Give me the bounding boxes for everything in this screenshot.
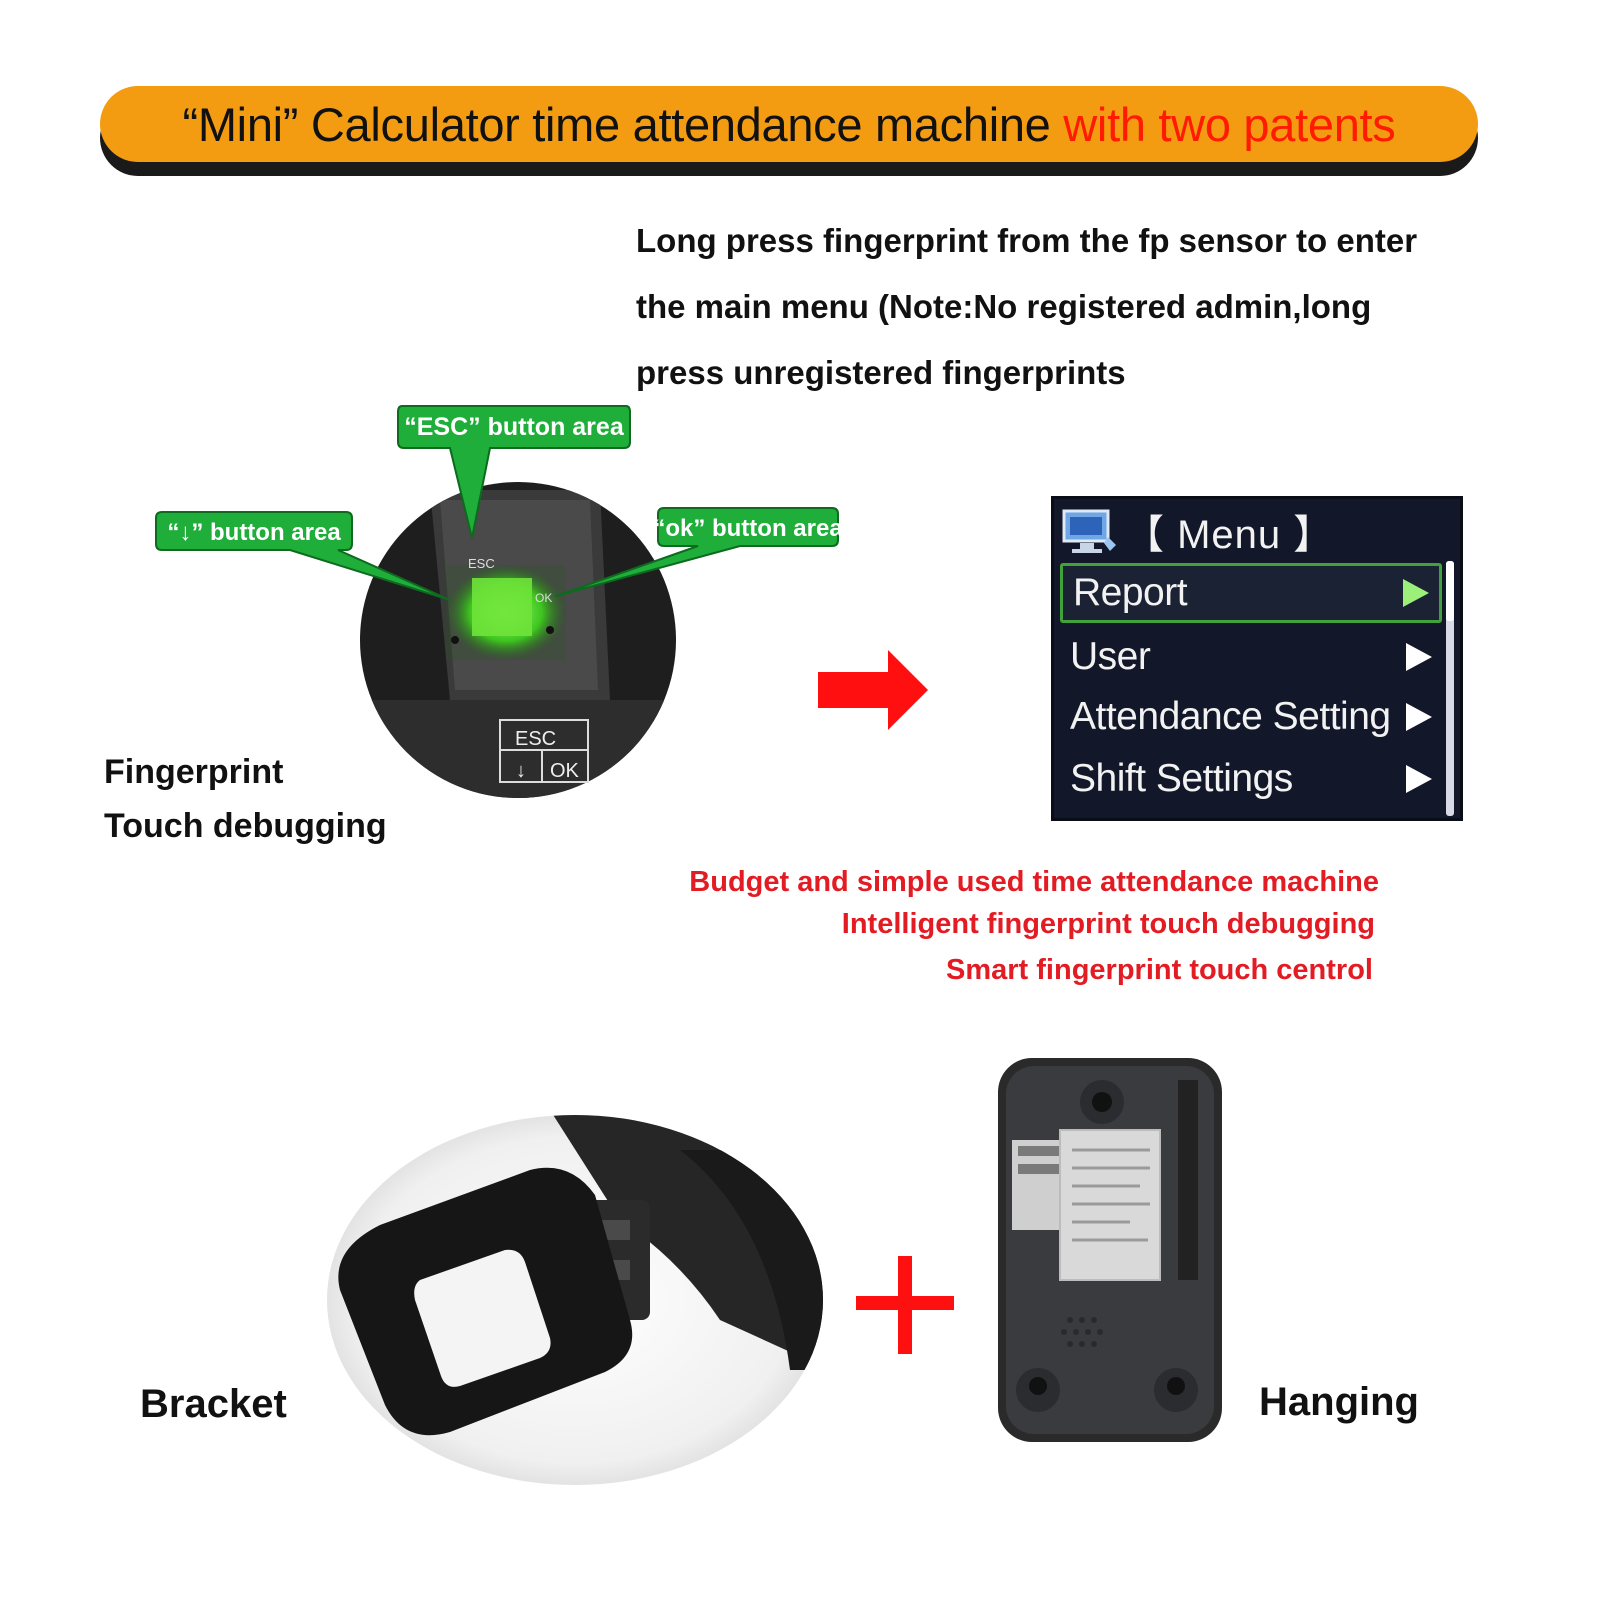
banner-title-accent: with two patents bbox=[1063, 97, 1396, 151]
feature-line: Budget and simple used time attendance m… bbox=[689, 866, 1379, 898]
sensor-ok-text: OK bbox=[535, 591, 552, 605]
esc-callout-text: “ESC” button area bbox=[404, 413, 625, 441]
hanging-device-back-image bbox=[998, 1058, 1222, 1442]
down-callout bbox=[155, 511, 451, 601]
menu-item-report[interactable]: Report bbox=[1060, 563, 1442, 623]
play-arrow-icon bbox=[1406, 703, 1432, 731]
menu-scrollbar-thumb[interactable] bbox=[1446, 561, 1454, 621]
key-down-text: ↓ bbox=[516, 760, 526, 782]
play-arrow-icon bbox=[1403, 579, 1429, 607]
menu-item-label: User bbox=[1070, 635, 1151, 678]
bracket-label: Bracket bbox=[140, 1382, 287, 1426]
esc-callout bbox=[397, 405, 631, 539]
instruction-line: press unregistered fingerprints bbox=[636, 354, 1126, 391]
down-callout-text: “↓” button area bbox=[167, 519, 341, 546]
menu-item-attendance-setting[interactable]: Attendance Setting bbox=[1060, 687, 1442, 747]
instruction-line: Long press fingerprint from the fp senso… bbox=[636, 222, 1418, 259]
caption-line: Touch debugging bbox=[104, 807, 387, 845]
red-arrow-icon bbox=[818, 650, 928, 730]
menu-screen: 【 Menu 】 Report User Attendance Setting … bbox=[1051, 496, 1463, 821]
menu-item-label: Report bbox=[1073, 571, 1188, 614]
caption-line: Fingerprint bbox=[104, 753, 284, 791]
menu-item-label: Shift Settings bbox=[1070, 757, 1293, 800]
menu-item-shift-settings[interactable]: Shift Settings bbox=[1060, 749, 1442, 809]
play-arrow-icon bbox=[1406, 643, 1432, 671]
menu-title: 【 Menu 】 bbox=[1124, 513, 1335, 557]
menu-item-label: Attendance Setting bbox=[1070, 695, 1391, 738]
ok-callout-text: “ok” button area bbox=[653, 515, 843, 542]
hanging-label: Hanging bbox=[1259, 1380, 1419, 1424]
menu-scrollbar[interactable] bbox=[1446, 561, 1454, 816]
menu-header: 【 Menu 】 bbox=[1058, 501, 1458, 561]
key-esc-text: ESC bbox=[515, 728, 556, 750]
bracket-image bbox=[327, 1115, 823, 1485]
plus-icon bbox=[856, 1256, 954, 1354]
feature-line: Smart fingerprint touch centrol bbox=[946, 954, 1373, 986]
monitor-icon bbox=[1062, 509, 1116, 553]
banner-title: “Mini” Calculator time attendance machin… bbox=[182, 97, 1395, 152]
key-ok-text: OK bbox=[550, 760, 580, 782]
feature-line: Intelligent fingerprint touch debugging bbox=[841, 908, 1375, 940]
instruction-line: the main menu (Note:No registered admin,… bbox=[636, 288, 1372, 325]
title-banner: “Mini” Calculator time attendance machin… bbox=[100, 86, 1478, 162]
instructions-paragraph: Long press fingerprint from the fp senso… bbox=[636, 208, 1496, 406]
sensor-esc-text: ESC bbox=[468, 556, 495, 571]
fingerprint-caption: Fingerprint Touch debugging bbox=[104, 745, 387, 853]
menu-item-user[interactable]: User bbox=[1060, 627, 1442, 687]
fingerprint-sensor-illustration: ESC OK ESC ↓ OK “ESC” button area “↓” bu… bbox=[155, 405, 843, 798]
play-arrow-icon bbox=[1406, 765, 1432, 793]
banner-title-main: “Mini” Calculator time attendance machin… bbox=[182, 97, 1064, 151]
ok-callout bbox=[555, 507, 839, 597]
